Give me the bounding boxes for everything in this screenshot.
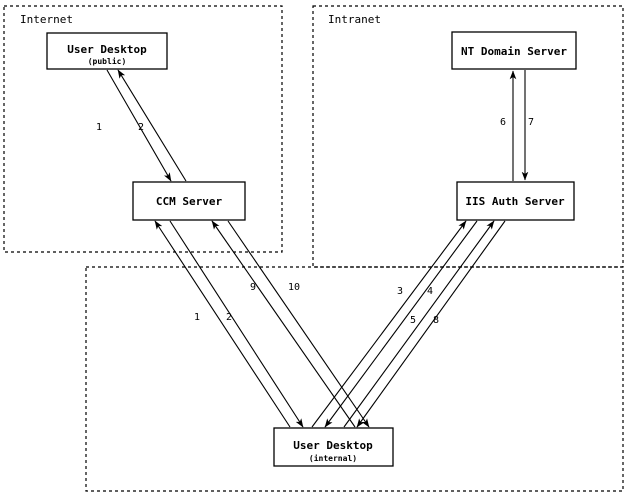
node-user-desktop-public-title: User Desktop [67, 43, 147, 56]
flow-line-4 [324, 220, 478, 428]
flow-step-label-3: 3 [397, 286, 403, 297]
flow-group-internal-ccm-right: 9 10 [211, 220, 370, 428]
node-nt-domain-server-title: NT Domain Server [461, 45, 567, 58]
node-iis-auth-server-box[interactable] [456, 181, 575, 221]
node-user-desktop-public[interactable]: User Desktop (public) [46, 32, 168, 70]
flow-step-label-10: 10 [288, 282, 300, 293]
node-iis-auth-server-title: IIS Auth Server [465, 195, 565, 208]
flow-line-2-public [117, 69, 187, 182]
node-user-desktop-internal[interactable]: User Desktop (internal) [273, 427, 394, 467]
flow-step-label-1-internal: 1 [194, 312, 200, 323]
node-user-desktop-internal-title: User Desktop [293, 439, 373, 452]
flow-line-3 [311, 220, 467, 428]
node-user-desktop-internal-subtitle: (internal) [309, 453, 357, 463]
flow-line-9 [211, 220, 356, 428]
zone-internet-boundary [3, 5, 283, 253]
flow-line-10 [227, 220, 370, 428]
node-ccm-server-title: CCM Server [156, 195, 223, 208]
flow-line-5 [343, 220, 495, 428]
zone-intranet-boundary [312, 5, 624, 268]
node-nt-domain-server-box[interactable] [451, 31, 577, 70]
flow-step-label-5: 5 [410, 315, 416, 326]
zone-internal-network [85, 266, 624, 492]
flow-line-1-internal [154, 220, 291, 428]
flow-step-label-2-public: 2 [138, 122, 144, 133]
node-user-desktop-internal-box[interactable] [273, 427, 394, 467]
flow-step-label-1-public: 1 [96, 122, 102, 133]
zone-intranet: Intranet [312, 5, 624, 268]
flow-step-label-8: 8 [433, 315, 439, 326]
zone-intranet-label: Intranet [328, 13, 381, 26]
flow-step-label-9: 9 [250, 282, 256, 293]
zone-internet-label: Internet [20, 13, 73, 26]
node-iis-auth-server[interactable]: IIS Auth Server [456, 181, 575, 221]
flow-step-label-6: 6 [500, 117, 506, 128]
node-ccm-server[interactable]: CCM Server [132, 181, 246, 221]
flow-line-2-internal [169, 220, 304, 428]
flow-group-internal-ccm-left: 1 2 [154, 220, 304, 428]
node-user-desktop-public-subtitle: (public) [88, 56, 127, 66]
zone-internet: Internet [3, 5, 283, 253]
flow-group-internal-iis-outer: 3 4 [311, 220, 478, 428]
flow-step-label-7: 7 [528, 117, 534, 128]
flow-group-public-ccm: 1 2 [96, 69, 187, 182]
flow-step-label-4: 4 [427, 286, 433, 297]
zone-internal-boundary [85, 266, 624, 492]
flow-line-8 [356, 220, 506, 428]
flow-step-label-2-internal: 2 [226, 312, 232, 323]
flow-line-1-public [106, 69, 172, 182]
node-ccm-server-box[interactable] [132, 181, 246, 221]
node-user-desktop-public-box[interactable] [46, 32, 168, 70]
node-nt-domain-server[interactable]: NT Domain Server [451, 31, 577, 70]
flow-group-iis-ntdomain: 6 7 [500, 70, 534, 181]
flow-group-internal-iis-inner: 5 8 [343, 220, 506, 428]
